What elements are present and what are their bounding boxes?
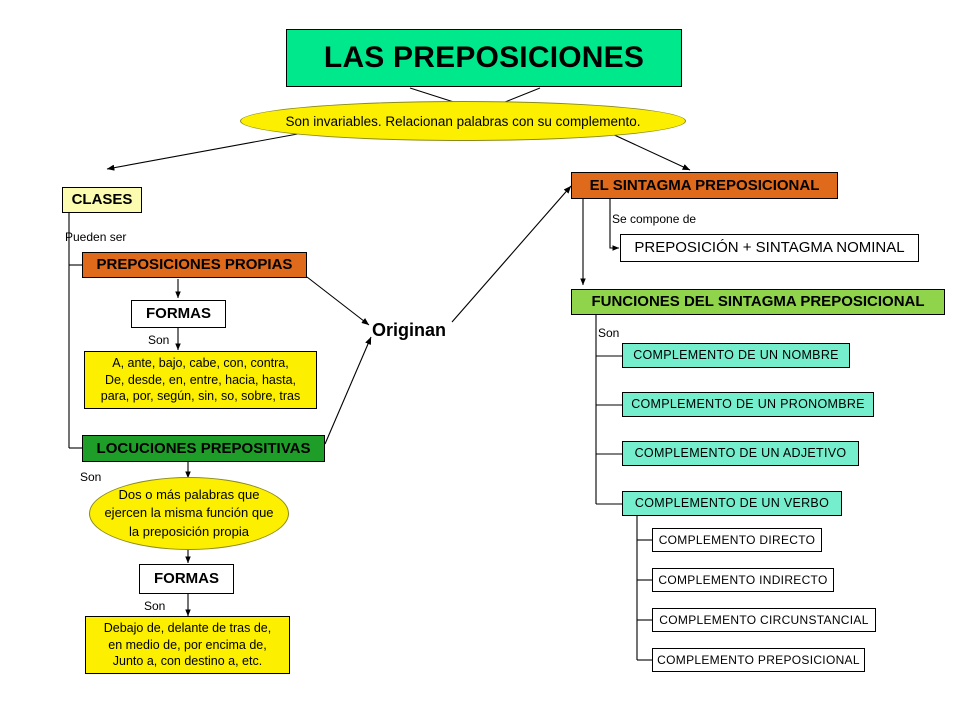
node-complemento-indirecto[interactable]: COMPLEMENTO INDIRECTO [652,568,834,592]
edge-label-se-compone-de: Se compone de [612,212,697,226]
node-locuciones-prepositivas-label: LOCUCIONES PREPOSITIVAS [96,439,311,457]
label-originan: Originan [372,320,447,340]
node-complemento-directo-label: COMPLEMENTO DIRECTO [658,532,816,547]
node-clases[interactable]: CLASES [62,187,142,213]
node-complemento-directo[interactable]: COMPLEMENTO DIRECTO [652,528,822,552]
definicion-locuciones-ellipse: Dos o más palabras que ejercen la misma … [89,477,289,550]
node-formas-locuciones[interactable]: FORMAS [139,564,234,594]
node-complemento-adjetivo[interactable]: COMPLEMENTO DE UN ADJETIVO [622,441,859,466]
node-sintagma-preposicional-label: EL SINTAGMA PREPOSICIONAL [589,176,820,194]
node-complemento-nombre[interactable]: COMPLEMENTO DE UN NOMBRE [622,343,850,368]
diagram-title-text: LAS PREPOSICIONES [323,41,645,75]
node-composicion-sintagma: PREPOSICIÓN + SINTAGMA NOMINAL [620,234,919,262]
diagram-title-box: LAS PREPOSICIONES [286,29,682,87]
node-formas-propias[interactable]: FORMAS [131,300,226,328]
definition-ellipse: Son invariables. Relacionan palabras con… [240,101,686,141]
node-preposiciones-propias-label: PREPOSICIONES PROPIAS [96,256,293,274]
edge-label-son-funciones: Son [598,326,620,340]
node-formas-propias-label: FORMAS [146,305,211,323]
definicion-locuciones-text: Dos o más palabras que ejercen la misma … [104,486,274,539]
node-complemento-circunstancial[interactable]: COMPLEMENTO CIRCUNSTANCIAL [652,608,876,632]
node-complemento-verbo[interactable]: COMPLEMENTO DE UN VERBO [622,491,842,516]
edge-label-son-propias: Son [148,333,170,347]
node-preposiciones-propias[interactable]: PREPOSICIONES PROPIAS [82,252,307,278]
node-complemento-circunstancial-label: COMPLEMENTO CIRCUNSTANCIAL [659,612,869,627]
node-clases-label: CLASES [71,191,133,209]
node-funciones-sintagma[interactable]: FUNCIONES DEL SINTAGMA PREPOSICIONAL [571,289,945,315]
edge-label-pueden-ser: Pueden ser [65,230,127,244]
node-lista-locuciones: Debajo de, delante de tras de, en medio … [85,616,290,674]
node-complemento-adjetivo-label: COMPLEMENTO DE UN ADJETIVO [634,446,847,461]
node-lista-preposiciones-propias-text: A, ante, bajo, cabe, con, contra, De, de… [100,355,301,404]
node-formas-locuciones-label: FORMAS [154,570,219,588]
node-complemento-nombre-label: COMPLEMENTO DE UN NOMBRE [633,348,839,363]
node-complemento-pronombre-label: COMPLEMENTO DE UN PRONOMBRE [631,397,865,412]
edge-label-son-formas-locuciones: Son [144,599,166,613]
node-lista-preposiciones-propias: A, ante, bajo, cabe, con, contra, De, de… [84,351,317,409]
node-complemento-verbo-label: COMPLEMENTO DE UN VERBO [634,496,830,511]
node-complemento-preposicional-label: COMPLEMENTO PREPOSICIONAL [657,652,860,667]
node-complemento-pronombre[interactable]: COMPLEMENTO DE UN PRONOMBRE [622,392,874,417]
node-complemento-indirecto-label: COMPLEMENTO INDIRECTO [658,572,828,587]
node-lista-locuciones-text: Debajo de, delante de tras de, en medio … [103,620,272,669]
node-composicion-sintagma-label: PREPOSICIÓN + SINTAGMA NOMINAL [634,239,905,257]
node-sintagma-preposicional[interactable]: EL SINTAGMA PREPOSICIONAL [571,172,838,199]
edge-label-son-locuciones: Son [80,470,102,484]
node-locuciones-prepositivas[interactable]: LOCUCIONES PREPOSITIVAS [82,435,325,462]
node-funciones-sintagma-label: FUNCIONES DEL SINTAGMA PREPOSICIONAL [591,293,925,311]
node-complemento-preposicional[interactable]: COMPLEMENTO PREPOSICIONAL [652,648,865,672]
definition-text: Son invariables. Relacionan palabras con… [285,113,641,129]
